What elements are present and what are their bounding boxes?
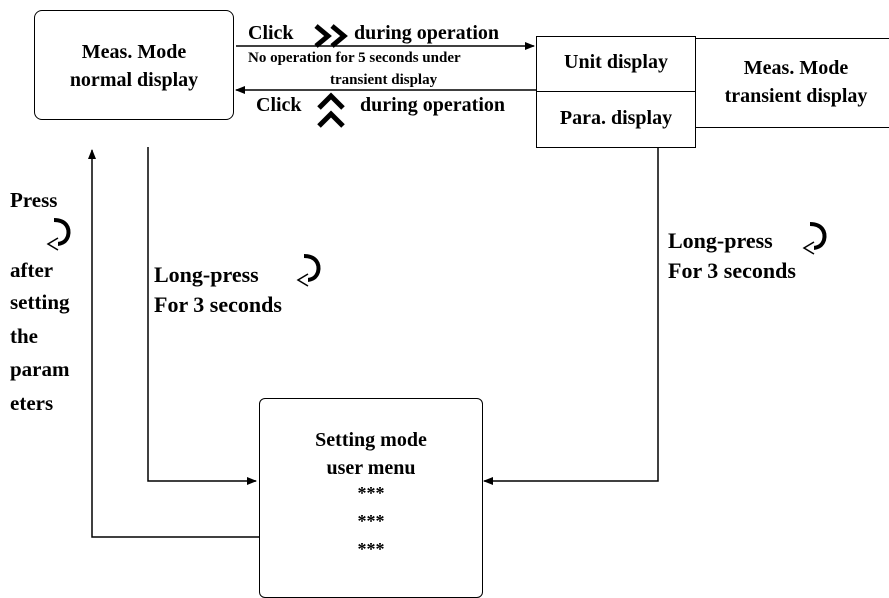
setting-mode-box: Setting mode user menu *** *** ***	[259, 398, 483, 598]
normal-display-box: Meas. Mode normal display	[34, 10, 234, 120]
left-line-setting: setting	[10, 290, 70, 314]
return-arrow-icon	[296, 254, 321, 287]
middle-long-press: Long-press	[154, 262, 259, 287]
left-line-eters: eters	[10, 391, 54, 415]
right-long-press: Long-press	[668, 228, 773, 253]
menu-item: ***	[357, 483, 385, 503]
double-chevron-right-icon	[314, 24, 348, 48]
transient-display-box: Meas. Mode transient display	[695, 38, 889, 128]
middle-for-3-seconds: For 3 seconds	[154, 292, 282, 317]
menu-item: ***	[357, 539, 385, 559]
menu-item: ***	[357, 511, 385, 531]
arrow-setting-to-normal	[88, 149, 259, 538]
unit-para-divider	[537, 91, 695, 92]
left-line-param: param	[10, 357, 70, 381]
unit-display-label: Unit display	[564, 51, 668, 73]
para-display-label: Para. display	[559, 107, 673, 129]
unit-para-box: Unit display Para. display	[536, 36, 696, 148]
left-line-after: after	[10, 258, 54, 282]
back-during-operation: during operation	[360, 94, 506, 116]
arrow-para-to-setting	[483, 148, 659, 485]
no-operation-line1: No operation for 5 seconds under	[248, 50, 461, 66]
left-line-the: the	[10, 324, 38, 348]
return-arrow-icon	[802, 222, 827, 255]
transient-display-line2: transient display	[724, 85, 868, 107]
setting-mode-title: Setting mode	[315, 429, 427, 451]
double-chevron-up-icon	[317, 92, 345, 128]
no-operation-line2: transient display	[330, 72, 438, 88]
forward-during-operation: during operation	[354, 22, 500, 44]
press-label: Press	[10, 188, 58, 212]
return-arrow-icon	[46, 218, 71, 251]
click-label-forward: Click	[248, 22, 294, 44]
setting-mode-subtitle: user menu	[326, 457, 416, 479]
click-label-back: Click	[256, 94, 302, 116]
normal-display-line1: Meas. Mode	[81, 41, 187, 63]
transient-display-line1: Meas. Mode	[743, 57, 849, 79]
right-for-3-seconds: For 3 seconds	[668, 258, 796, 283]
normal-display-line2: normal display	[69, 69, 199, 91]
